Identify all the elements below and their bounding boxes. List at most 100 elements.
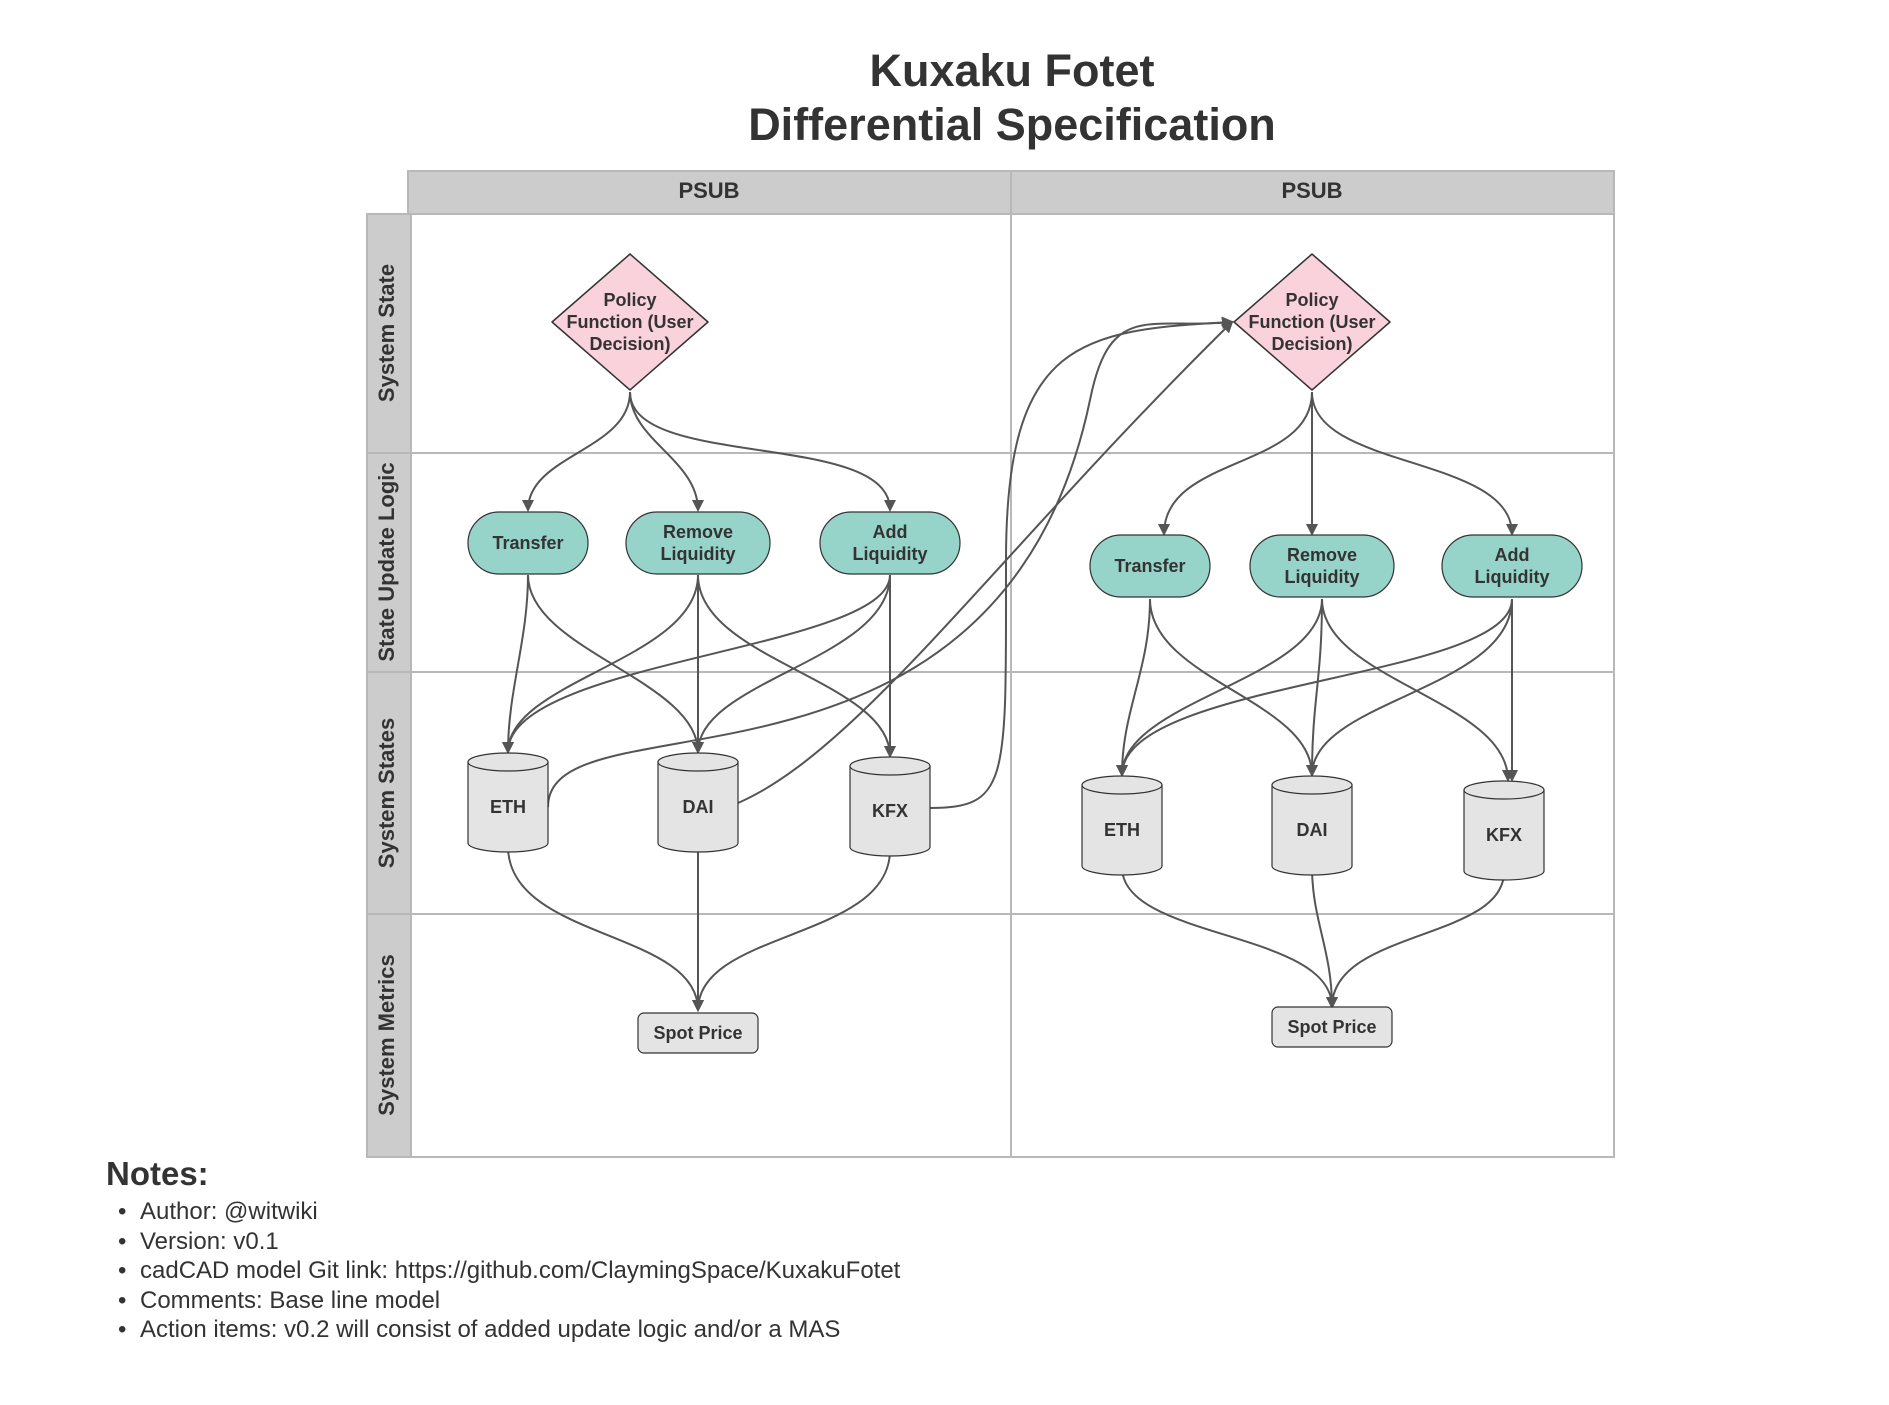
block-2-update-logic-remove-liquidity-line-1: Remove bbox=[1287, 545, 1357, 565]
block-2-update-logic-remove-liquidity-shape bbox=[1249, 534, 1395, 598]
edge-dai2-spot2 bbox=[1311, 866, 1338, 1009]
block-1-update-logic-add-liquidity-line-1: Add bbox=[873, 522, 908, 542]
block-1-policy-function-diamond-line-2: Function (User bbox=[566, 312, 693, 332]
column-header-bg-2 bbox=[1010, 170, 1615, 215]
block-1-state-eth-cylinder-label: ETH bbox=[490, 797, 526, 817]
block-1-metric-spot-price-box-shape bbox=[637, 1012, 759, 1054]
block-1-update-logic-transfer-line-1: Transfer bbox=[492, 533, 563, 553]
block-1-update-logic-remove-liquidity-line-2: Liquidity bbox=[661, 544, 736, 564]
block-1-state-dai-cylinder-body bbox=[657, 761, 739, 853]
block-2-update-logic-add-liquidity-shape bbox=[1441, 534, 1583, 598]
edge-policy1-remove1 bbox=[629, 391, 704, 512]
lane-label-state-update-logic: State Update Logic bbox=[374, 462, 399, 661]
block-2-update-logic-add-liquidity-line-2: Liquidity bbox=[1475, 567, 1550, 587]
edge-transfer2-dai2 bbox=[1149, 598, 1318, 777]
lanes-body bbox=[410, 213, 1615, 1158]
block-1-state-eth-cylinder-top bbox=[467, 752, 549, 772]
block-2-state-eth-cylinder-body bbox=[1081, 784, 1163, 876]
block-2-state-dai-cylinder-top bbox=[1271, 775, 1353, 795]
note-item-author: Author: @witwiki bbox=[118, 1197, 900, 1227]
block-2-update-logic-transfer-shape bbox=[1089, 534, 1211, 598]
swimlane-grid: PSUB PSUB System State State Update Logi… bbox=[366, 170, 1615, 1158]
edge-transfer1-dai1 bbox=[527, 574, 704, 754]
block-2-policy-function-diamond-line-2: Function (User bbox=[1248, 312, 1375, 332]
block-1-update-logic-transfer-shape bbox=[467, 511, 589, 575]
block-1-state-dai-cylinder: DAI bbox=[657, 752, 739, 853]
block-1-state-kfx-cylinder-label: KFX bbox=[872, 801, 908, 821]
edge-remove2-dai2 bbox=[1306, 598, 1323, 777]
block-2-state-kfx-cylinder: KFX bbox=[1463, 780, 1545, 881]
block-2-state-eth-cylinder: ETH bbox=[1081, 775, 1163, 876]
edge-add2-dai2 bbox=[1306, 598, 1513, 777]
note-item-version: Version: v0.1 bbox=[118, 1227, 900, 1257]
edge-transfer2-eth2 bbox=[1116, 598, 1151, 777]
note-item-git-link: cadCAD model Git link: https://github.co… bbox=[118, 1256, 900, 1286]
note-item-action-items: Action items: v0.2 will consist of added… bbox=[118, 1315, 900, 1345]
edge-kfx2-spot2 bbox=[1326, 871, 1505, 1009]
lane-label-system-metrics: System Metrics bbox=[374, 954, 399, 1115]
notes-list: Author: @witwiki Version: v0.1 cadCAD mo… bbox=[106, 1197, 900, 1345]
edge-add2-eth2 bbox=[1116, 598, 1513, 777]
block-2-state-eth-cylinder-top bbox=[1081, 775, 1163, 795]
notes-title: Notes: bbox=[106, 1155, 209, 1192]
block-1-update-logic-add-liquidity-shape bbox=[819, 511, 961, 575]
block-2-update-logic-transfer-line-1: Transfer bbox=[1114, 556, 1185, 576]
block-1-state-kfx-cylinder-top bbox=[849, 756, 931, 776]
column-header-1: PSUB bbox=[678, 178, 739, 203]
block-1-metric-spot-price-box-label: Spot Price bbox=[653, 1023, 742, 1043]
edge-policy2-add2 bbox=[1311, 391, 1518, 536]
block-2-state-kfx-cylinder-label: KFX bbox=[1486, 825, 1522, 845]
edge-eth2-spot2 bbox=[1121, 866, 1338, 1009]
edge-remove1-kfx1 bbox=[697, 574, 896, 758]
edge-eth1-spot1 bbox=[507, 845, 704, 1012]
block-2-state-eth-cylinder-label: ETH bbox=[1104, 820, 1140, 840]
block-1-metric-spot-price-box: Spot Price bbox=[637, 1012, 759, 1054]
edge-kfx1-policy2 bbox=[929, 316, 1234, 809]
block-1-update-logic-transfer: Transfer bbox=[467, 511, 589, 575]
block-2-state-kfx-cylinder-top bbox=[1463, 780, 1545, 800]
block-2-update-logic-add-liquidity-line-1: Add bbox=[1495, 545, 1530, 565]
block-2-metric-spot-price-box-label: Spot Price bbox=[1287, 1017, 1376, 1037]
notes-section: Notes: Author: @witwiki Version: v0.1 ca… bbox=[106, 1155, 900, 1345]
edge-remove1-eth1 bbox=[502, 574, 699, 754]
block-2-update-logic-transfer: Transfer bbox=[1089, 534, 1211, 598]
block-2-state-dai-cylinder-label: DAI bbox=[1297, 820, 1328, 840]
block-2-state-dai-cylinder-body bbox=[1271, 784, 1353, 876]
lane-label-system-state: System State bbox=[374, 264, 399, 402]
edge-policy2-transfer2 bbox=[1158, 391, 1313, 536]
edge-kfx1-spot1 bbox=[692, 849, 891, 1012]
block-1-state-dai-cylinder-top bbox=[657, 752, 739, 772]
block-2-state-dai-cylinder: DAI bbox=[1271, 775, 1353, 876]
block-2-state-kfx-cylinder-body bbox=[1463, 789, 1545, 881]
block-1-update-logic-remove-liquidity-shape bbox=[625, 511, 771, 575]
lane-header-bg bbox=[366, 213, 412, 1158]
block-2-policy-function-diamond-line-3: Decision) bbox=[1271, 334, 1352, 354]
block-1-state-kfx-cylinder-body bbox=[849, 765, 931, 857]
block-1-policy-function-diamond-shape bbox=[551, 253, 709, 391]
edge-add1-eth1 bbox=[502, 574, 891, 754]
lane-label-system-states: System States bbox=[374, 718, 399, 868]
diagram-title-line2: Differential Specification bbox=[748, 99, 1276, 150]
edges bbox=[502, 316, 1518, 1012]
block-1-state-eth-cylinder: ETH bbox=[467, 752, 549, 853]
edge-dai1-policy2 bbox=[737, 320, 1234, 804]
edge-remove2-eth2 bbox=[1116, 598, 1323, 777]
edge-transfer1-eth1 bbox=[502, 574, 529, 754]
block-1-update-logic-remove-liquidity-line-1: Remove bbox=[663, 522, 733, 542]
edge-add1-dai1 bbox=[692, 574, 891, 754]
block-1-policy-function-diamond-line-1: Policy bbox=[603, 290, 656, 310]
block-2-metric-spot-price-box-shape bbox=[1271, 1006, 1393, 1048]
edge-remove2-kfx2 bbox=[1321, 598, 1514, 782]
block-2-policy-function-diamond-shape bbox=[1233, 253, 1391, 391]
block-1-state-kfx-cylinder: KFX bbox=[849, 756, 931, 857]
column-header-2: PSUB bbox=[1281, 178, 1342, 203]
block-2-metric-spot-price-box: Spot Price bbox=[1271, 1006, 1393, 1048]
